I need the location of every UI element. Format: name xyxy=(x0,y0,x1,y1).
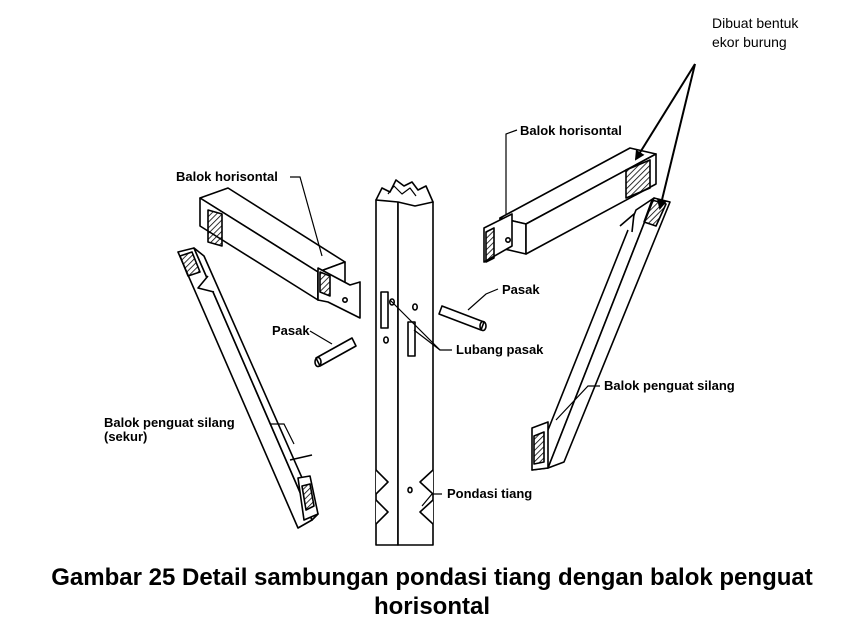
leader-right-beam xyxy=(505,129,518,214)
leader-left-beam xyxy=(290,176,323,257)
leader-peg-hole-2 xyxy=(413,329,441,351)
label-left-cross-brace-line2: (sekur) xyxy=(104,429,148,444)
label-left-cross-brace-line1: Balok penguat silang xyxy=(104,415,235,430)
figure-caption-line1: Gambar 25 Detail sambungan pondasi tiang… xyxy=(51,564,813,591)
leader-post xyxy=(421,493,442,507)
callout-arrow-2 xyxy=(657,63,696,210)
leader-right-brace xyxy=(555,385,600,421)
left-cross-brace xyxy=(177,247,319,529)
left-horizontal-beam xyxy=(199,187,361,319)
label-left-horizontal-beam: Balok horisontal xyxy=(176,169,278,184)
callout-arrow-1 xyxy=(634,63,696,161)
label-right-peg: Pasak xyxy=(502,282,540,297)
foundation-post xyxy=(375,179,434,546)
figure-caption-line2: horisontal xyxy=(373,593,490,620)
label-left-peg: Pasak xyxy=(272,323,310,338)
label-right-horizontal-beam: Balok horisontal xyxy=(520,123,622,138)
label-peg-hole: Lubang pasak xyxy=(456,342,544,357)
left-peg xyxy=(314,337,357,368)
leader-left-peg xyxy=(309,330,333,345)
right-peg xyxy=(438,305,487,332)
leader-right-peg xyxy=(467,288,499,311)
right-cross-brace xyxy=(531,197,671,471)
right-horizontal-beam xyxy=(483,147,657,263)
leader-left-brace xyxy=(270,423,295,445)
dovetail-note: Dibuat bentuk ekor burung xyxy=(712,14,798,52)
label-foundation-post: Pondasi tiang xyxy=(447,486,533,501)
figure-caption: Gambar 25 Detail sambungan pondasi tiang… xyxy=(0,563,864,621)
dovetail-note-line1: Dibuat bentuk xyxy=(712,15,799,31)
label-left-cross-brace: Balok penguat silang (sekur) xyxy=(104,416,235,444)
dovetail-note-line2: ekor burung xyxy=(712,34,787,50)
label-right-cross-brace: Balok penguat silang xyxy=(604,378,735,393)
